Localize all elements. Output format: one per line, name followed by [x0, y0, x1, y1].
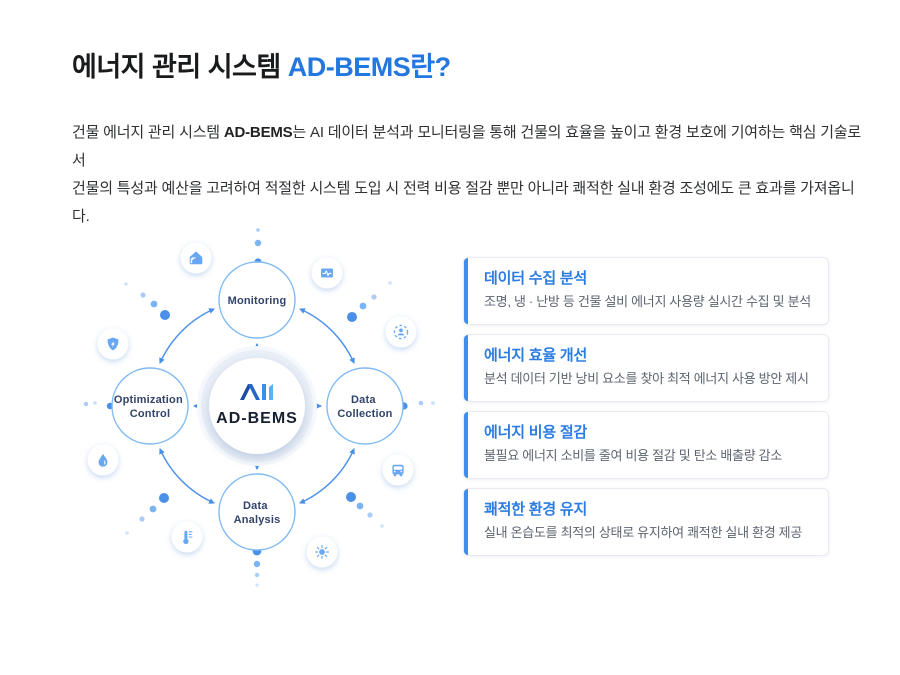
dot-trail-right — [400, 400, 435, 410]
dot-trail-top-left — [124, 282, 170, 320]
intro-paragraph: 건물 에너지 관리 시스템 AD-BEMS는 AI 데이터 분석과 모니터링을 … — [72, 119, 868, 231]
dot-trail-bottom-right — [346, 492, 384, 528]
card-title: 데이터 수집 분석 — [484, 270, 588, 287]
center-hub-label: AD-BEMS — [216, 410, 298, 427]
card-accent-bar — [464, 335, 468, 401]
node-data-collection — [326, 367, 404, 445]
card-description: 분석 데이터 기반 낭비 요소를 찾아 최적 에너지 사용 방안 제시 — [484, 371, 809, 386]
node-data-collection-label: Data Collection — [337, 394, 392, 420]
dot-trail-bottom — [252, 546, 262, 587]
floating-icons — [87, 242, 417, 568]
dot-trail-top — [254, 228, 262, 266]
arc-arrow-bottom-left — [159, 448, 215, 504]
water-drop-icon — [87, 444, 119, 476]
card-energy-efficiency: 에너지 효율 개선 분석 데이터 기반 낭비 요소를 찾아 최적 에너지 사용 … — [463, 334, 829, 402]
card-accent-bar — [464, 489, 468, 555]
bus-icon — [382, 454, 414, 486]
card-accent-bar — [464, 412, 468, 478]
person-scan-icon — [385, 316, 417, 348]
ad-bems-logo-icon — [240, 384, 273, 400]
intro-text-line1: 는 AI 데이터 분석과 모니터링을 통해 건물의 효율을 높이고 환경 보호에… — [72, 124, 862, 169]
hub-spoke-diagram: Monitoring Data Collection Data Analysis… — [83, 228, 435, 587]
card-description: 조명, 냉 · 난방 등 건물 설비 에너지 사용량 실시간 수집 및 분석 — [484, 294, 811, 309]
shield-energy-icon — [97, 328, 129, 360]
intro-text-brand: AD-BEMS — [223, 124, 293, 141]
node-optimization-control-label: Optimization Control — [114, 394, 186, 420]
node-monitoring — [218, 261, 296, 339]
arc-arrow-top-left — [159, 308, 215, 364]
node-data-analysis-label: Data Analysis — [234, 500, 281, 526]
node-optimization-control — [111, 367, 189, 445]
dot-trail-bottom-left — [125, 493, 169, 535]
page-title-prefix: 에너지 관리 시스템 — [72, 52, 288, 82]
cycle-arrows — [159, 308, 355, 504]
card-data-collection-analysis: 데이터 수집 분석 조명, 냉 · 난방 등 건물 설비 에너지 사용량 실시간… — [463, 257, 829, 325]
card-title: 쾌적한 환경 유지 — [484, 501, 588, 518]
page-title-highlight: AD-BEMS란? — [287, 52, 451, 82]
page-title: 에너지 관리 시스템 AD-BEMS란? — [72, 50, 451, 84]
sun-icon — [306, 536, 338, 568]
pulse-chart-icon — [311, 257, 343, 289]
card-comfortable-environment: 쾌적한 환경 유지 실내 온습도를 최적의 상태로 유지하여 쾌적한 실내 환경… — [463, 488, 829, 556]
card-title: 에너지 비용 절감 — [484, 424, 588, 441]
card-description: 불필요 에너지 소비를 줄여 비용 절감 및 탄소 배출량 감소 — [484, 448, 782, 463]
card-description: 실내 온습도를 최적의 상태로 유지하여 쾌적한 실내 환경 제공 — [484, 525, 802, 540]
node-data-analysis — [218, 473, 296, 551]
smart-home-icon — [180, 242, 212, 274]
card-accent-bar — [464, 258, 468, 324]
feature-cards: 데이터 수집 분석 조명, 냉 · 난방 등 건물 설비 에너지 사용량 실시간… — [463, 257, 829, 556]
card-title: 에너지 효율 개선 — [484, 347, 588, 364]
dot-trail-left — [83, 401, 114, 410]
card-cost-saving: 에너지 비용 절감 불필요 에너지 소비를 줄여 비용 절감 및 탄소 배출량 … — [463, 411, 829, 479]
arc-arrow-top-right — [299, 308, 355, 364]
diagram-nodes: Monitoring Data Collection Data Analysis… — [111, 261, 404, 551]
intro-text-line2: 건물의 특성과 예산을 고려하여 적절한 시스템 도입 시 전력 비용 절감 뿐… — [72, 180, 855, 225]
thermometer-icon — [171, 521, 203, 553]
center-hub: AD-BEMS — [197, 346, 317, 466]
arc-arrow-bottom-right — [299, 448, 355, 504]
dot-trail-top-right — [347, 281, 392, 322]
intro-text-pre: 건물 에너지 관리 시스템 — [72, 124, 224, 141]
node-monitoring-label: Monitoring — [228, 295, 287, 307]
